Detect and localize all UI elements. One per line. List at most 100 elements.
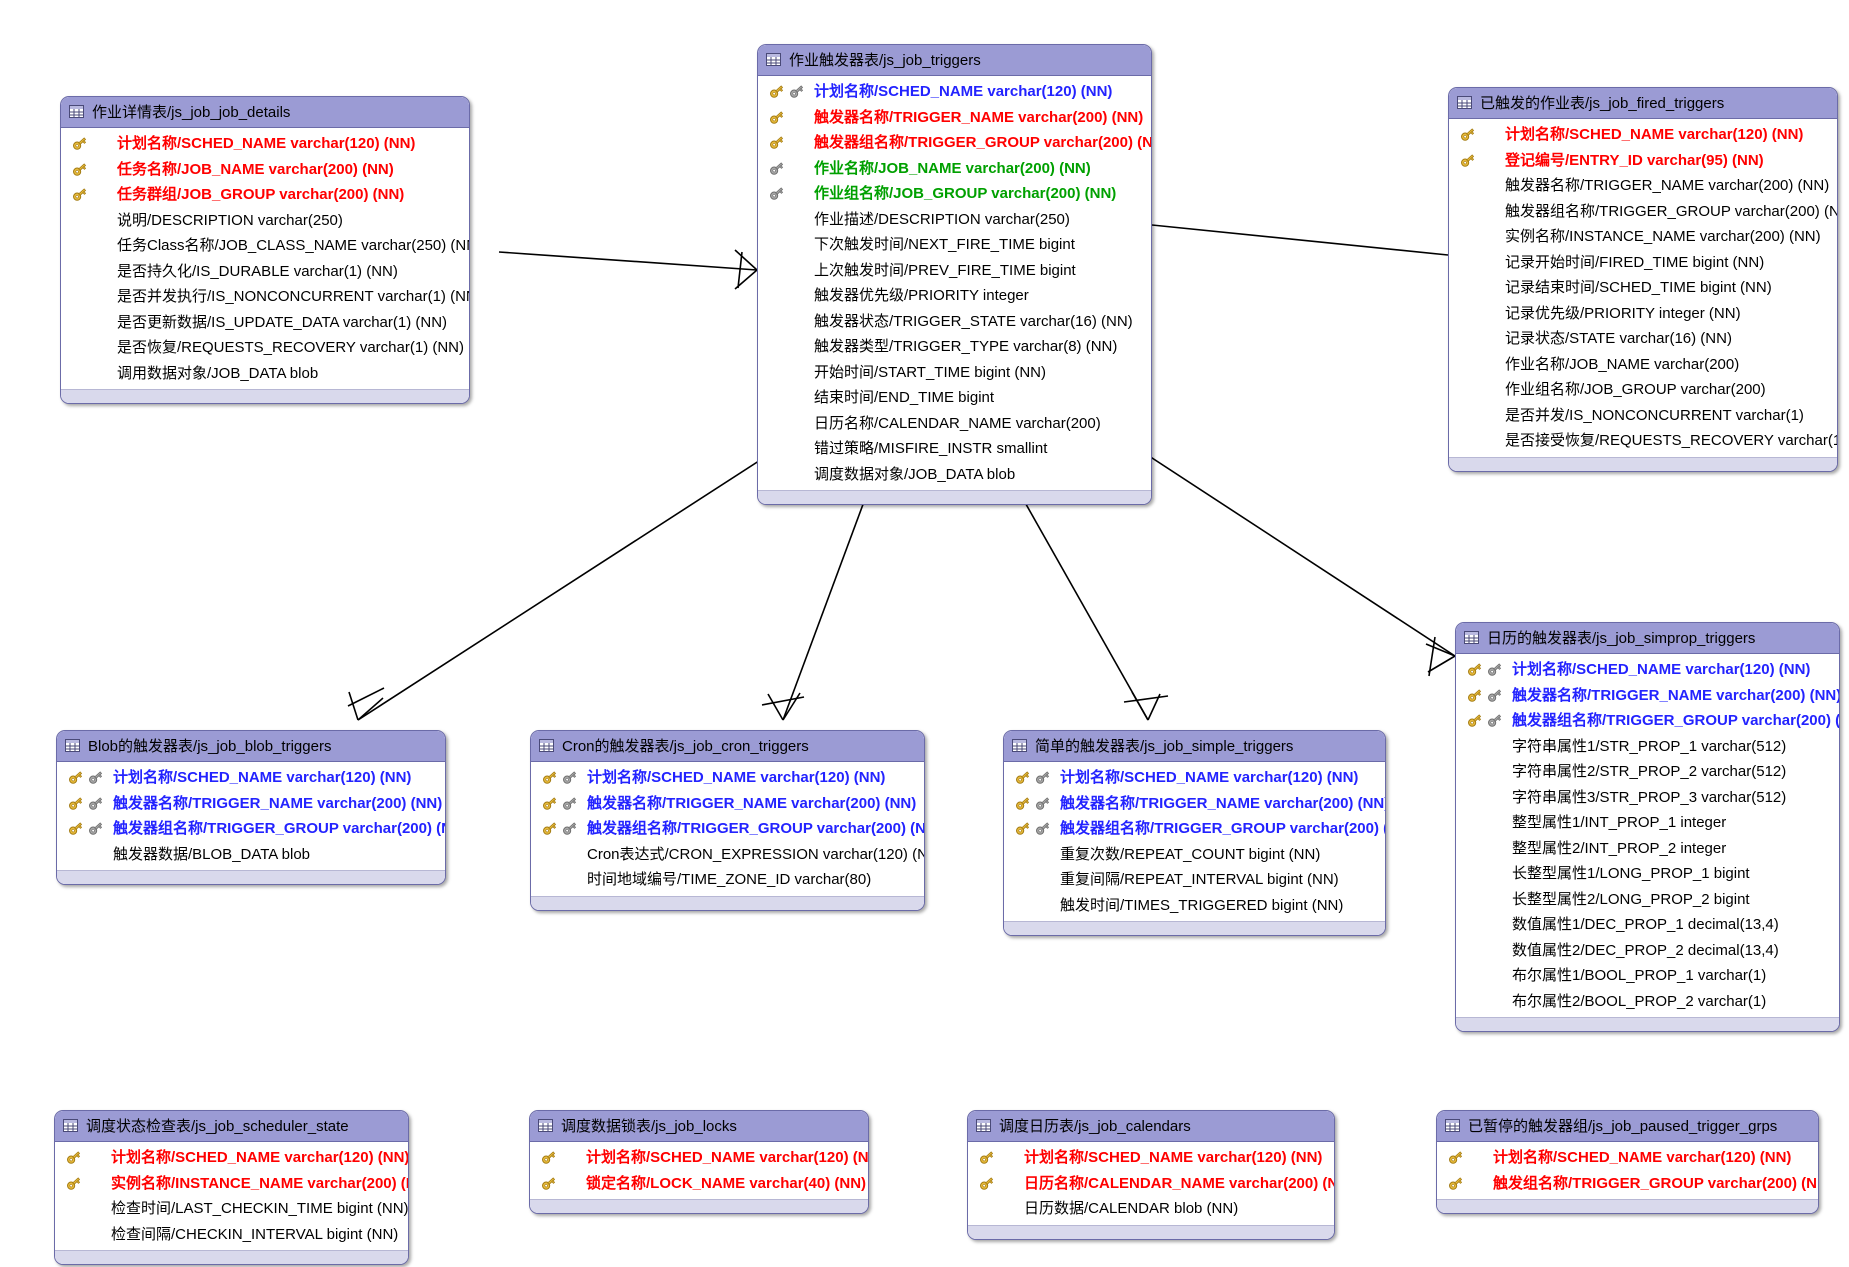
field-row[interactable]: 是否持久化/IS_DURABLE varchar(1) (NN) [61, 259, 469, 285]
field-row[interactable]: 计划名称/SCHED_NAME varchar(120) (NN) [1456, 657, 1839, 683]
table-job_cron_triggers[interactable]: Cron的触发器表/js_job_cron_triggers 计划名称/SCHED… [530, 730, 925, 911]
field-row[interactable]: 布尔属性2/BOOL_PROP_2 varchar(1) [1456, 989, 1839, 1015]
field-row[interactable]: 实例名称/INSTANCE_NAME varchar(200) (NN) [1449, 224, 1837, 250]
field-row[interactable]: 数值属性1/DEC_PROP_1 decimal(13,4) [1456, 912, 1839, 938]
field-row[interactable]: 日历数据/CALENDAR blob (NN) [968, 1196, 1334, 1222]
field-row[interactable]: 登记编号/ENTRY_ID varchar(95) (NN) [1449, 148, 1837, 174]
table-header-job_paused_trigger_grps[interactable]: 已暂停的触发器组/js_job_paused_trigger_grps [1437, 1111, 1818, 1142]
field-row[interactable]: 错过策略/MISFIRE_INSTR smallint [758, 436, 1151, 462]
field-row[interactable]: 重复间隔/REPEAT_INTERVAL bigint (NN) [1004, 867, 1385, 893]
field-row[interactable]: 计划名称/SCHED_NAME varchar(120) (NN) [758, 79, 1151, 105]
field-row[interactable]: 触发器组名称/TRIGGER_GROUP varchar(200) (NN) [1449, 199, 1837, 225]
table-header-job_locks[interactable]: 调度数据锁表/js_job_locks [530, 1111, 868, 1142]
field-row[interactable]: 触发器数据/BLOB_DATA blob [57, 842, 445, 868]
field-row[interactable]: 检查间隔/CHECKIN_INTERVAL bigint (NN) [55, 1222, 408, 1248]
table-job_paused_trigger_grps[interactable]: 已暂停的触发器组/js_job_paused_trigger_grps 计划名称/… [1436, 1110, 1819, 1214]
field-row[interactable]: 触发器组名称/TRIGGER_GROUP varchar(200) (NN) [57, 816, 445, 842]
field-row[interactable]: 计划名称/SCHED_NAME varchar(120) (NN) [1004, 765, 1385, 791]
field-row[interactable]: 计划名称/SCHED_NAME varchar(120) (NN) [531, 765, 924, 791]
field-row[interactable]: 作业组名称/JOB_GROUP varchar(200) [1449, 377, 1837, 403]
field-row[interactable]: 触发器名称/TRIGGER_NAME varchar(200) (NN) [57, 791, 445, 817]
field-row[interactable]: 锁定名称/LOCK_NAME varchar(40) (NN) [530, 1171, 868, 1197]
field-row[interactable]: 开始时间/START_TIME bigint (NN) [758, 360, 1151, 386]
field-row[interactable]: 时间地域编号/TIME_ZONE_ID varchar(80) [531, 867, 924, 893]
field-row[interactable]: 触发器名称/TRIGGER_NAME varchar(200) (NN) [1456, 683, 1839, 709]
field-row[interactable]: 触发器名称/TRIGGER_NAME varchar(200) (NN) [1004, 791, 1385, 817]
field-row[interactable]: 作业描述/DESCRIPTION varchar(250) [758, 207, 1151, 233]
field-row[interactable]: 触发器优先级/PRIORITY integer [758, 283, 1151, 309]
field-row[interactable]: 是否并发执行/IS_NONCONCURRENT varchar(1) (NN) [61, 284, 469, 310]
field-row[interactable]: 布尔属性1/BOOL_PROP_1 varchar(1) [1456, 963, 1839, 989]
table-job_scheduler_state[interactable]: 调度状态检查表/js_job_scheduler_state 计划名称/SCHED… [54, 1110, 409, 1265]
field-row[interactable]: 触发器状态/TRIGGER_STATE varchar(16) (NN) [758, 309, 1151, 335]
field-row[interactable]: 计划名称/SCHED_NAME varchar(120) (NN) [61, 131, 469, 157]
field-row[interactable]: 触发器名称/TRIGGER_NAME varchar(200) (NN) [531, 791, 924, 817]
table-header-job_scheduler_state[interactable]: 调度状态检查表/js_job_scheduler_state [55, 1111, 408, 1142]
field-row[interactable]: 触发器组名称/TRIGGER_GROUP varchar(200) (NN) [1456, 708, 1839, 734]
field-row[interactable]: 是否更新数据/IS_UPDATE_DATA varchar(1) (NN) [61, 310, 469, 336]
table-job_blob_triggers[interactable]: Blob的触发器表/js_job_blob_triggers 计划名称/SCHED… [56, 730, 446, 885]
field-row[interactable]: 日历名称/CALENDAR_NAME varchar(200) (NN) [968, 1171, 1334, 1197]
table-header-job_simple_triggers[interactable]: 简单的触发器表/js_job_simple_triggers [1004, 731, 1385, 762]
field-row[interactable]: 作业组名称/JOB_GROUP varchar(200) (NN) [758, 181, 1151, 207]
field-row[interactable]: 任务Class名称/JOB_CLASS_NAME varchar(250) (N… [61, 233, 469, 259]
table-job_fired_triggers[interactable]: 已触发的作业表/js_job_fired_triggers 计划名称/SCHED_… [1448, 87, 1838, 472]
field-row[interactable]: 计划名称/SCHED_NAME varchar(120) (NN) [55, 1145, 408, 1171]
field-row[interactable]: 记录开始时间/FIRED_TIME bigint (NN) [1449, 250, 1837, 276]
field-row[interactable]: 重复次数/REPEAT_COUNT bigint (NN) [1004, 842, 1385, 868]
table-job_calendars[interactable]: 调度日历表/js_job_calendars 计划名称/SCHED_NAME va… [967, 1110, 1335, 1240]
field-row[interactable]: 计划名称/SCHED_NAME varchar(120) (NN) [1449, 122, 1837, 148]
field-row[interactable]: 长整型属性1/LONG_PROP_1 bigint [1456, 861, 1839, 887]
field-row[interactable]: 是否接受恢复/REQUESTS_RECOVERY varchar(1) [1449, 428, 1837, 454]
field-row[interactable]: 作业名称/JOB_NAME varchar(200) [1449, 352, 1837, 378]
table-job_job_details[interactable]: 作业详情表/js_job_job_details 计划名称/SCHED_NAME … [60, 96, 470, 404]
field-row[interactable]: 触发器名称/TRIGGER_NAME varchar(200) (NN) [1449, 173, 1837, 199]
field-row[interactable]: 日历名称/CALENDAR_NAME varchar(200) [758, 411, 1151, 437]
field-row[interactable]: 调用数据对象/JOB_DATA blob [61, 361, 469, 387]
field-row[interactable]: 字符串属性2/STR_PROP_2 varchar(512) [1456, 759, 1839, 785]
field-row[interactable]: 整型属性2/INT_PROP_2 integer [1456, 836, 1839, 862]
table-job_triggers[interactable]: 作业触发器表/js_job_triggers 计划名称/SCHED_NAME va… [757, 44, 1152, 505]
field-row[interactable]: 字符串属性3/STR_PROP_3 varchar(512) [1456, 785, 1839, 811]
field-row[interactable]: 字符串属性1/STR_PROP_1 varchar(512) [1456, 734, 1839, 760]
field-row[interactable]: 计划名称/SCHED_NAME varchar(120) (NN) [968, 1145, 1334, 1171]
field-row[interactable]: 触发器组名称/TRIGGER_GROUP varchar(200) (NN) [758, 130, 1151, 156]
field-row[interactable]: 任务名称/JOB_NAME varchar(200) (NN) [61, 157, 469, 183]
field-row[interactable]: 整型属性1/INT_PROP_1 integer [1456, 810, 1839, 836]
field-row[interactable]: 是否并发/IS_NONCONCURRENT varchar(1) [1449, 403, 1837, 429]
field-row[interactable]: 作业名称/JOB_NAME varchar(200) (NN) [758, 156, 1151, 182]
field-row[interactable]: Cron表达式/CRON_EXPRESSION varchar(120) (NN… [531, 842, 924, 868]
field-row[interactable]: 上次触发时间/PREV_FIRE_TIME bigint [758, 258, 1151, 284]
field-row[interactable]: 任务群组/JOB_GROUP varchar(200) (NN) [61, 182, 469, 208]
field-row[interactable]: 数值属性2/DEC_PROP_2 decimal(13,4) [1456, 938, 1839, 964]
field-row[interactable]: 长整型属性2/LONG_PROP_2 bigint [1456, 887, 1839, 913]
field-row[interactable]: 调度数据对象/JOB_DATA blob [758, 462, 1151, 488]
field-row[interactable]: 触发器组名称/TRIGGER_GROUP varchar(200) (NN) [531, 816, 924, 842]
field-row[interactable]: 触发器组名称/TRIGGER_GROUP varchar(200) (NN) [1004, 816, 1385, 842]
table-header-job_simprop_triggers[interactable]: 日历的触发器表/js_job_simprop_triggers [1456, 623, 1839, 654]
field-row[interactable]: 记录结束时间/SCHED_TIME bigint (NN) [1449, 275, 1837, 301]
table-job_locks[interactable]: 调度数据锁表/js_job_locks 计划名称/SCHED_NAME varch… [529, 1110, 869, 1214]
table-header-job_calendars[interactable]: 调度日历表/js_job_calendars [968, 1111, 1334, 1142]
table-job_simprop_triggers[interactable]: 日历的触发器表/js_job_simprop_triggers 计划名称/SCHE… [1455, 622, 1840, 1032]
field-row[interactable]: 触发器名称/TRIGGER_NAME varchar(200) (NN) [758, 105, 1151, 131]
field-row[interactable]: 触发器类型/TRIGGER_TYPE varchar(8) (NN) [758, 334, 1151, 360]
field-row[interactable]: 触发时间/TIMES_TRIGGERED bigint (NN) [1004, 893, 1385, 919]
field-row[interactable]: 实例名称/INSTANCE_NAME varchar(200) (NN) [55, 1171, 408, 1197]
field-row[interactable]: 检查时间/LAST_CHECKIN_TIME bigint (NN) [55, 1196, 408, 1222]
field-row[interactable]: 记录状态/STATE varchar(16) (NN) [1449, 326, 1837, 352]
table-header-job_blob_triggers[interactable]: Blob的触发器表/js_job_blob_triggers [57, 731, 445, 762]
field-row[interactable]: 下次触发时间/NEXT_FIRE_TIME bigint [758, 232, 1151, 258]
field-row[interactable]: 结束时间/END_TIME bigint [758, 385, 1151, 411]
field-row[interactable]: 触发组名称/TRIGGER_GROUP varchar(200) (NN) [1437, 1171, 1818, 1197]
table-header-job_triggers[interactable]: 作业触发器表/js_job_triggers [758, 45, 1151, 76]
field-row[interactable]: 说明/DESCRIPTION varchar(250) [61, 208, 469, 234]
field-row[interactable]: 计划名称/SCHED_NAME varchar(120) (NN) [1437, 1145, 1818, 1171]
table-header-job_fired_triggers[interactable]: 已触发的作业表/js_job_fired_triggers [1449, 88, 1837, 119]
field-row[interactable]: 计划名称/SCHED_NAME varchar(120) (NN) [530, 1145, 868, 1171]
field-row[interactable]: 记录优先级/PRIORITY integer (NN) [1449, 301, 1837, 327]
table-header-job_job_details[interactable]: 作业详情表/js_job_job_details [61, 97, 469, 128]
table-job_simple_triggers[interactable]: 简单的触发器表/js_job_simple_triggers 计划名称/SCHED… [1003, 730, 1386, 936]
table-header-job_cron_triggers[interactable]: Cron的触发器表/js_job_cron_triggers [531, 731, 924, 762]
field-row[interactable]: 计划名称/SCHED_NAME varchar(120) (NN) [57, 765, 445, 791]
